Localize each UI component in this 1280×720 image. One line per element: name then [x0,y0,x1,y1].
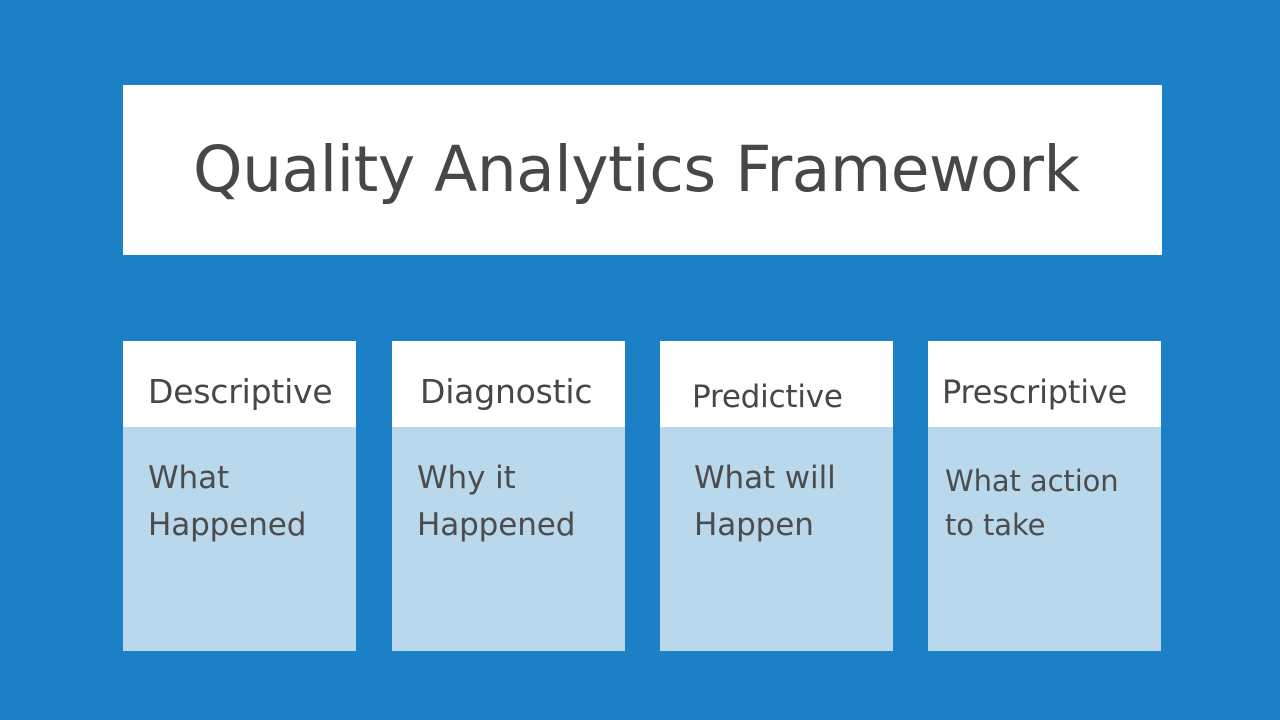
card-body-prescriptive: What action to take [928,427,1161,651]
analytics-card-predictive[interactable]: Predictive What will Happen [660,341,893,651]
card-title-descriptive: Descriptive [148,372,333,411]
card-body-text-descriptive: What Happened [148,455,350,549]
card-body-line-1: What will [694,460,836,496]
analytics-card-descriptive[interactable]: Descriptive What Happened [123,341,356,651]
card-header-descriptive: Descriptive [123,341,356,427]
card-body-line-2: Happened [417,507,576,544]
page-title: Quality Analytics Framework [193,132,1080,206]
card-body-line-2: to take [945,508,1046,543]
card-body-text-prescriptive: What action to take [945,459,1155,547]
card-title-predictive: Predictive [692,379,843,415]
card-body-diagnostic: Why it Happened [392,427,625,651]
analytics-card-row: Descriptive What Happened Diagnostic Why… [123,341,1162,651]
card-body-line-1: What action [945,464,1119,498]
card-body-line-1: What [148,460,230,496]
card-header-prescriptive: Prescriptive [928,341,1161,427]
card-body-text-diagnostic: Why it Happened [417,455,619,549]
analytics-card-diagnostic[interactable]: Diagnostic Why it Happened [392,341,625,651]
card-body-text-predictive: What will Happen [694,455,887,549]
card-title-prescriptive: Prescriptive [942,373,1128,411]
card-body-line-2: Happen [694,507,814,544]
card-body-line-2: Happened [148,507,307,544]
card-body-descriptive: What Happened [123,427,356,651]
card-body-line-1: Why it [417,460,516,496]
card-title-diagnostic: Diagnostic [420,372,593,411]
card-header-predictive: Predictive [660,341,893,427]
card-body-predictive: What will Happen [660,427,893,651]
card-header-diagnostic: Diagnostic [392,341,625,427]
title-banner: Quality Analytics Framework [123,85,1162,255]
analytics-card-prescriptive[interactable]: Prescriptive What action to take [928,341,1161,651]
